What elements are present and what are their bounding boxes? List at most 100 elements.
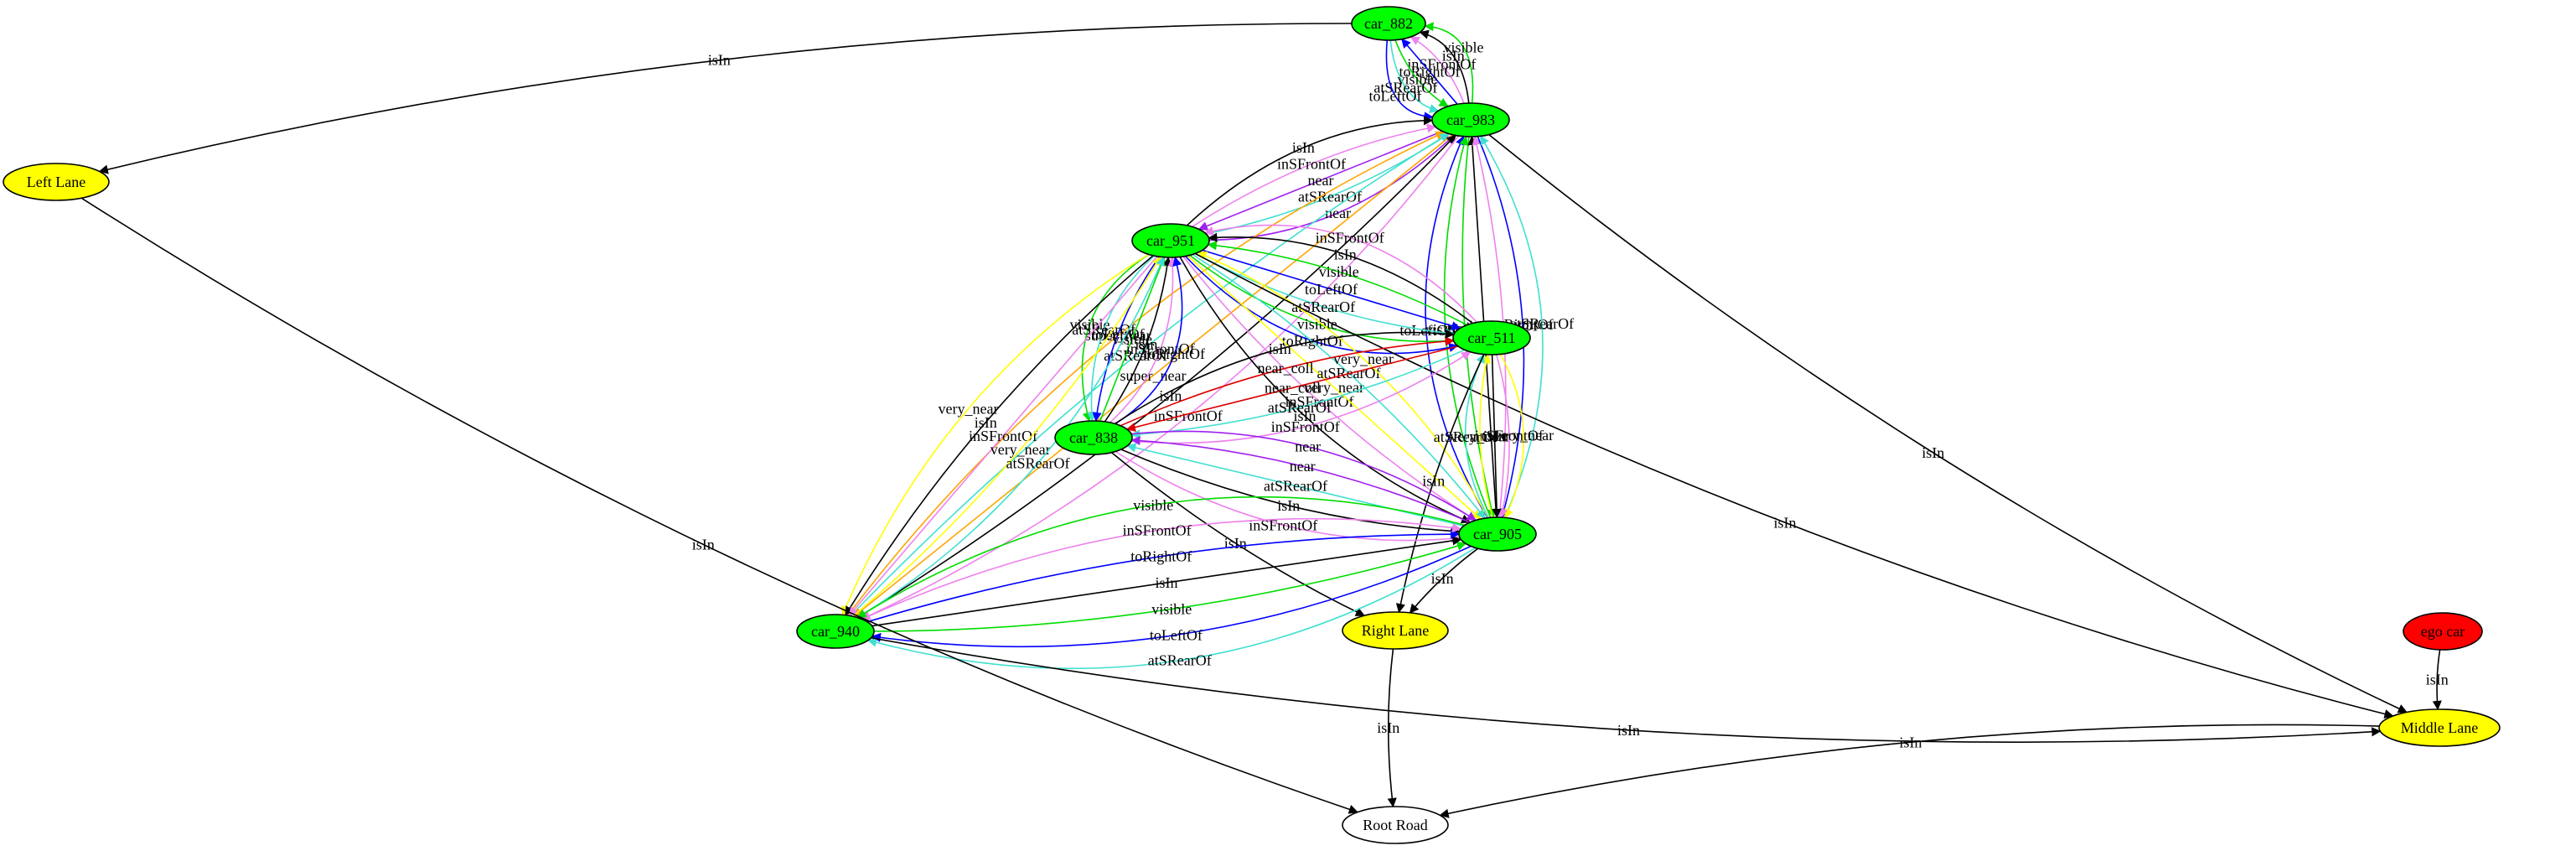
edge-label: inSFrontOf <box>1316 230 1384 246</box>
edge: atSRearOf <box>856 256 1165 619</box>
node-shape <box>1131 223 1210 258</box>
edge-label: isIn <box>1900 734 1922 750</box>
edge-label: toLeftOf <box>1305 281 1358 298</box>
edge-line <box>1099 256 1166 422</box>
node-shape <box>2378 708 2501 747</box>
node-label: car_940 <box>811 623 860 640</box>
edge-line <box>848 256 1158 617</box>
edge-line <box>1394 39 1449 107</box>
edge-line <box>1395 354 1485 614</box>
edge-label: atSRearOf <box>1072 321 1135 338</box>
edge-line <box>1424 22 1474 104</box>
edge: toRightOf <box>1115 256 1205 425</box>
edge-line <box>1387 648 1397 808</box>
edge-line <box>1120 449 1461 537</box>
node-left-lane[interactable]: Left Lane <box>3 163 110 201</box>
node-root-road[interactable]: Root Road <box>1342 806 1449 844</box>
edge-label: near <box>1295 438 1321 455</box>
edge: atSRearOf <box>1072 255 1155 423</box>
edge: near <box>1130 435 1471 523</box>
edge-label: atSRearOf <box>1148 652 1212 669</box>
edge-line <box>1197 130 1443 231</box>
edge-label: isIn <box>1277 497 1300 514</box>
edge: inSFrontOf <box>1203 224 1478 324</box>
node-shape <box>2403 612 2483 651</box>
edge-line <box>1491 354 1502 519</box>
edge: isIn <box>1439 724 2380 818</box>
node-car-940[interactable]: car_940 <box>796 614 875 649</box>
edge-line <box>845 255 1154 616</box>
node-label: Left Lane <box>27 174 85 190</box>
node-car-838[interactable]: car_838 <box>1054 420 1133 455</box>
edge-line <box>1194 252 2394 719</box>
edge-label: isIn <box>692 536 715 553</box>
edge: inSFrontOf <box>1407 36 1476 104</box>
node-shape <box>1452 320 1531 355</box>
edge-label: toLeftOf <box>1369 88 1422 105</box>
node-car-882[interactable]: car_882 <box>1351 6 1426 41</box>
edge-label: isIn <box>1294 407 1316 424</box>
edge-label: inSFrontOf <box>1249 516 1317 533</box>
node-car-905[interactable]: car_905 <box>1458 516 1537 552</box>
edge-line <box>1195 252 1456 338</box>
edge: visible <box>1070 253 1150 423</box>
edge-label: isIn <box>1292 139 1315 156</box>
node-label: car_882 <box>1364 15 1413 32</box>
edge-line <box>1401 38 1458 105</box>
edge-label: very_near <box>939 401 999 418</box>
edge-label: inSFrontOf <box>1475 428 1544 444</box>
edge: isIn <box>1488 133 2408 713</box>
edge-label: isIn <box>1922 444 1944 461</box>
edge-label: isIn <box>1159 387 1182 404</box>
edge-label: isIn <box>1774 514 1797 531</box>
node-shape <box>1342 611 1449 650</box>
node-label: Right Lane <box>1362 622 1429 639</box>
edge: near_coll <box>1120 336 1455 427</box>
edge: isIn <box>845 255 1154 616</box>
edge-label: inSFrontOf <box>1271 418 1340 435</box>
node-car-983[interactable]: car_983 <box>1431 102 1510 138</box>
edge-line <box>856 134 1456 619</box>
edge-line <box>2432 649 2442 711</box>
edge-label: atSRearOf <box>1268 399 1332 416</box>
node-label: car_905 <box>1473 526 1522 542</box>
edge-line <box>861 517 1462 620</box>
edge-label: isIn <box>1442 48 1465 65</box>
edge-line <box>856 496 1466 619</box>
edge-line <box>1115 450 1461 543</box>
edge-label: visible <box>1133 496 1173 513</box>
edge-label: toRightOf <box>1130 548 1192 565</box>
edge-line <box>871 545 1472 648</box>
node-ego-car[interactable]: ego car <box>2403 612 2483 651</box>
edge-label: inSFrontOf <box>1277 156 1346 173</box>
edge-line <box>1197 251 1489 518</box>
edge-line <box>1499 354 1525 519</box>
node-car-951[interactable]: car_951 <box>1131 223 1210 258</box>
edge-label: near_coll <box>1258 360 1314 376</box>
edge-line <box>1208 232 1473 324</box>
node-middle-lane[interactable]: Middle Lane <box>2378 708 2501 747</box>
edge-label: atSRearOf <box>1104 347 1167 364</box>
edge-line <box>852 256 1161 617</box>
edge: inSFrontOf <box>861 135 1460 620</box>
edge-line <box>1130 349 1466 439</box>
edge-label: near <box>1290 458 1316 475</box>
edge-line <box>873 541 1467 632</box>
edge-line <box>1115 329 1456 424</box>
node-shape <box>1054 420 1133 455</box>
edge-label: inSFrontOf <box>1123 522 1192 539</box>
edge-label: near <box>1308 172 1334 189</box>
node-right-lane[interactable]: Right Lane <box>1342 611 1449 650</box>
edge: isIn <box>1409 547 1479 614</box>
edge-label: inSFrontOf <box>1407 55 1476 72</box>
edge-label: isIn <box>975 414 997 431</box>
edge: toLeftOf <box>1369 39 1434 122</box>
edge-line <box>1115 256 1183 425</box>
edge: isIn <box>872 536 1462 627</box>
edge-label: isIn <box>2426 671 2449 688</box>
edge-label: very_near <box>1304 379 1364 396</box>
node-car-511[interactable]: car_511 <box>1452 320 1531 355</box>
node-shape <box>1342 806 1449 844</box>
edge: toLeftOf <box>1092 256 1161 423</box>
edge-line <box>861 135 1460 620</box>
